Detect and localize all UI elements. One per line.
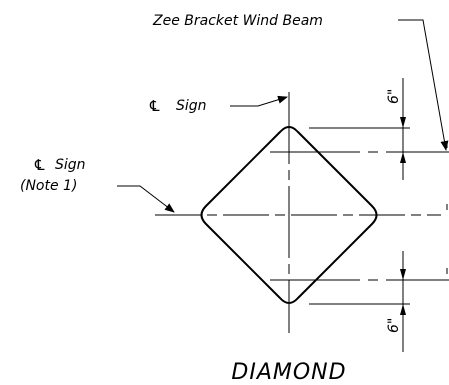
dimension-label-bottom: 6" xyxy=(386,318,402,333)
cl-sign-top-symbol: ℄ xyxy=(148,97,161,115)
cl-sign-left-leader xyxy=(117,185,175,213)
note-label: (Note 1) xyxy=(20,178,77,194)
zee-bracket-leader xyxy=(398,19,449,151)
cl-sign-left-symbol: ℄ xyxy=(33,156,46,174)
dim-arrow-top-2 xyxy=(400,152,406,163)
cl-sign-left-label: Sign xyxy=(55,157,86,173)
zee-bracket-label: Zee Bracket Wind Beam xyxy=(152,13,323,29)
diamond-outline xyxy=(200,126,378,304)
dim-arrow-bottom-1 xyxy=(400,269,406,280)
cl-sign-top-leader xyxy=(230,95,288,107)
dim-arrow-bottom-2 xyxy=(400,304,406,315)
diagram-title: DIAMOND xyxy=(231,360,346,385)
dimension-label-top: 6" xyxy=(386,89,402,104)
cl-sign-top-label: Sign xyxy=(176,98,207,114)
dim-arrow-top-1 xyxy=(400,117,406,128)
